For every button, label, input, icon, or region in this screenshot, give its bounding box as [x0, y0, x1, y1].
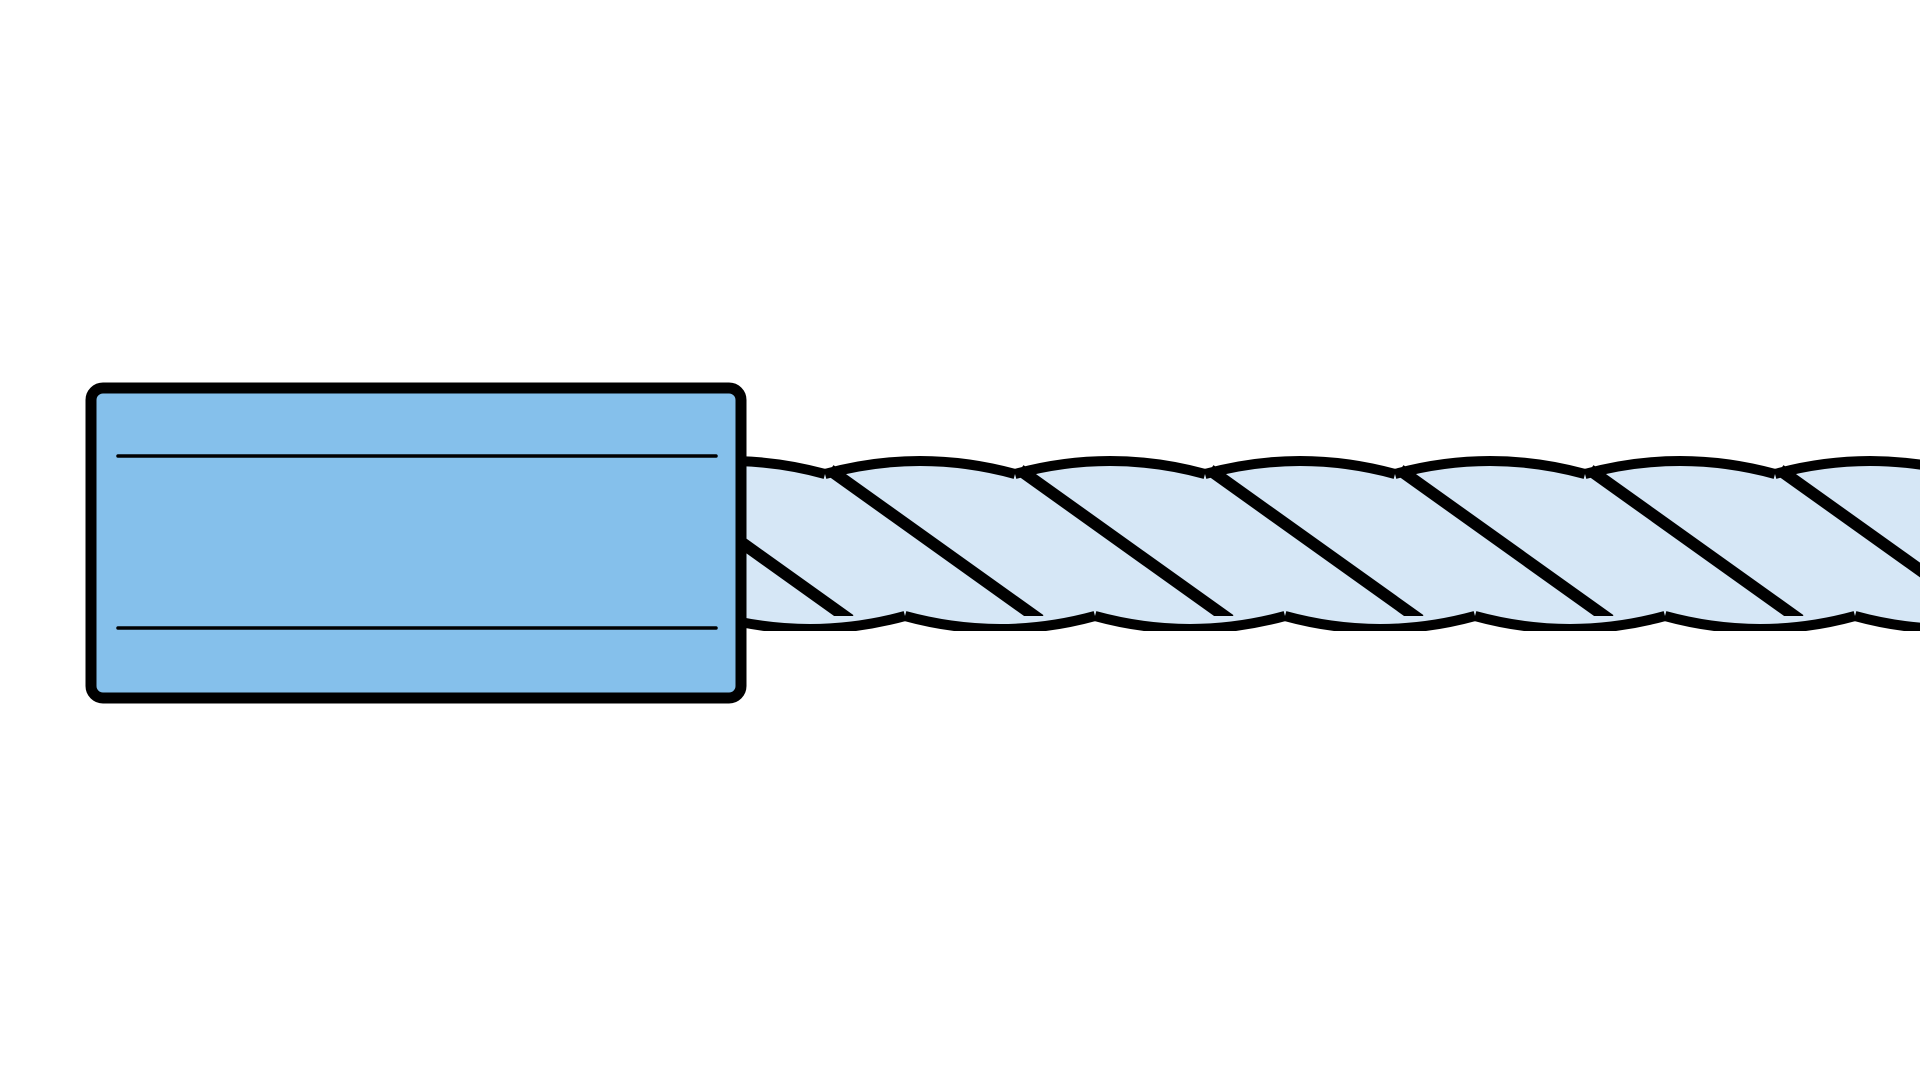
strand-crown-top	[1013, 456, 1207, 479]
strand-crown-bottom	[1473, 611, 1667, 631]
strand-boundary	[1016, 465, 1234, 625]
strand-crown-bottom	[1093, 611, 1287, 631]
rope-core	[740, 470, 1920, 620]
strand-crowns	[740, 456, 1920, 631]
crimp-sleeve-body	[85, 382, 747, 704]
strand-boundary	[1396, 465, 1614, 625]
strand-crown-bottom	[1663, 611, 1857, 631]
strand-crown-top	[1773, 456, 1920, 479]
strand-crown-bottom	[1283, 611, 1477, 631]
crimp-sleeve	[85, 382, 747, 704]
strand-crown-top	[1393, 456, 1587, 479]
strand-crown-top	[740, 456, 827, 479]
strand-crown-bottom	[740, 611, 907, 631]
strand-boundary	[1776, 465, 1920, 578]
strand-crown-top	[823, 456, 1017, 479]
strand-crown-bottom	[1853, 611, 1920, 631]
strand-boundary	[1206, 465, 1424, 625]
strand-boundary	[1586, 465, 1804, 625]
strand-boundary	[826, 465, 1044, 625]
strand-crown-top	[1583, 456, 1777, 479]
twisted-strands	[740, 456, 1920, 631]
strand-crown-bottom	[903, 611, 1097, 631]
strand-crown-top	[1203, 456, 1397, 479]
